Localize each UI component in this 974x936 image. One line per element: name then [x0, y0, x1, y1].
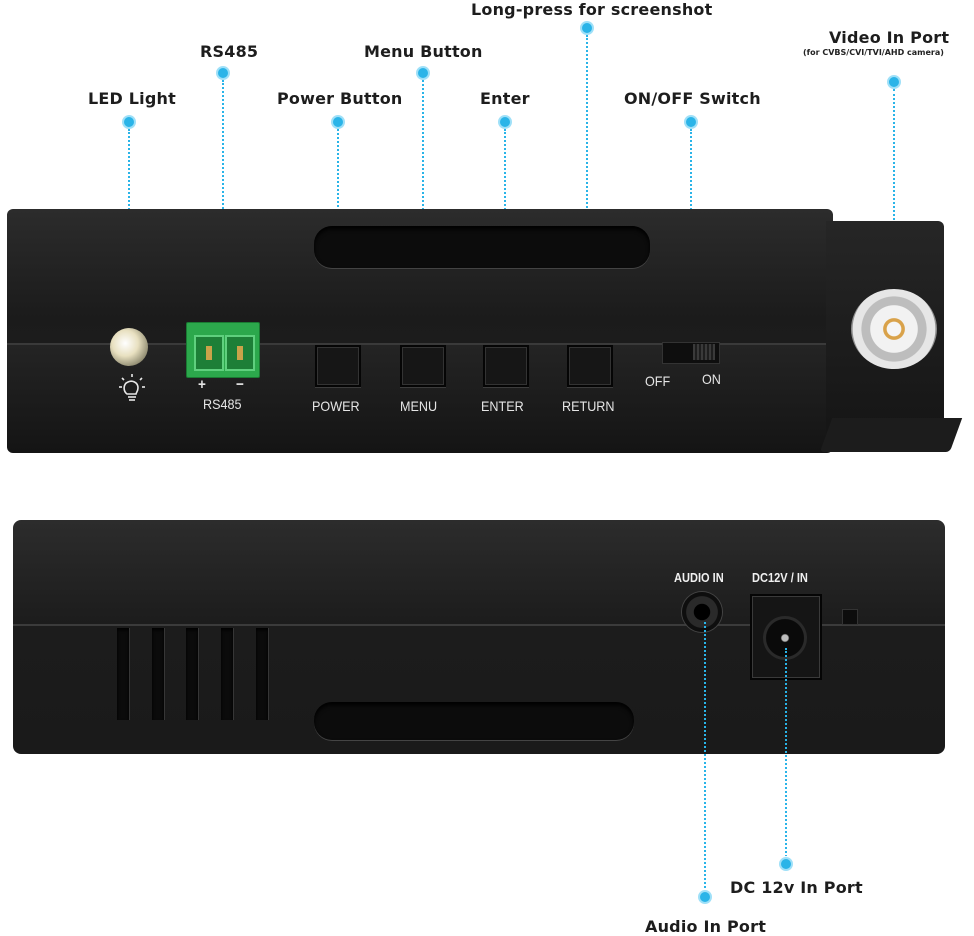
audio-in-panel-label: AUDIO IN: [674, 570, 724, 585]
rear-panel-seam: [13, 624, 945, 626]
enter-button-label: ENTER: [481, 398, 524, 414]
video-in-port-dot: [887, 75, 901, 89]
long-press-leader: [586, 35, 588, 351]
video-in-bnc-connector[interactable]: [851, 289, 937, 369]
power-button-callout: Power Button: [277, 89, 403, 108]
terminal-pin: [206, 346, 212, 360]
bottom-groove: [314, 702, 634, 740]
vent-slot: [117, 628, 129, 720]
audio-in-leader: [704, 622, 706, 892]
power-button[interactable]: [315, 345, 361, 387]
return-button[interactable]: [567, 345, 613, 387]
terminal-slot-plus: [194, 335, 224, 371]
dc-in-dot: [779, 857, 793, 871]
rear-notch: [842, 609, 858, 625]
rs485-dot: [216, 66, 230, 80]
rs485-leader: [222, 80, 224, 328]
vent-slot: [221, 628, 233, 720]
top-groove: [314, 226, 650, 268]
rs485-callout: RS485: [200, 42, 259, 61]
switch-on-label: ON: [702, 371, 721, 387]
on-off-switch-callout: ON/OFF Switch: [624, 89, 761, 108]
rs485-plus-label: +: [198, 376, 206, 393]
long-press-callout: Long-press for screenshot: [471, 0, 713, 19]
video-in-port-callout: Video In Port: [829, 28, 950, 47]
switch-off-label: OFF: [645, 373, 671, 389]
vent-slot: [186, 628, 198, 720]
menu-button-dot: [416, 66, 430, 80]
terminal-pin: [237, 346, 243, 360]
dc-in-port-callout: DC 12v In Port: [730, 878, 863, 897]
bnc-ledge: [819, 418, 963, 452]
video-in-port-leader: [893, 89, 895, 324]
on-off-switch-dot: [684, 115, 698, 129]
enter-dot: [498, 115, 512, 129]
enter-callout: Enter: [480, 89, 530, 108]
dc-in-leader: [785, 648, 787, 860]
led-light-dot: [122, 115, 136, 129]
return-button-label: RETURN: [562, 398, 615, 414]
rs485-panel-label: RS485: [203, 396, 242, 412]
vent-slot: [152, 628, 164, 720]
power-button-label: POWER: [312, 398, 360, 414]
led-light-callout: LED Light: [88, 89, 176, 108]
audio-in-port-callout: Audio In Port: [645, 917, 767, 936]
switch-knob[interactable]: [693, 344, 715, 360]
menu-button[interactable]: [400, 345, 446, 387]
menu-button-callout: Menu Button: [364, 42, 483, 61]
power-button-dot: [331, 115, 345, 129]
video-in-port-subtitle: (for CVBS/CVI/TVI/AHD camera): [803, 48, 944, 57]
menu-button-label: MENU: [400, 398, 438, 414]
audio-in-dot: [698, 890, 712, 904]
rs485-terminal[interactable]: [186, 322, 260, 378]
led-light: [110, 328, 148, 366]
vent-slot: [256, 628, 268, 720]
audio-in-jack[interactable]: [682, 592, 722, 632]
enter-button[interactable]: [483, 345, 529, 387]
terminal-slot-minus: [225, 335, 255, 371]
bulb-icon: [114, 372, 150, 408]
on-off-switch[interactable]: [662, 342, 720, 364]
long-press-dot: [580, 21, 594, 35]
dc-in-panel-label: DC12V / IN: [752, 570, 808, 585]
rs485-minus-label: −: [236, 376, 244, 393]
